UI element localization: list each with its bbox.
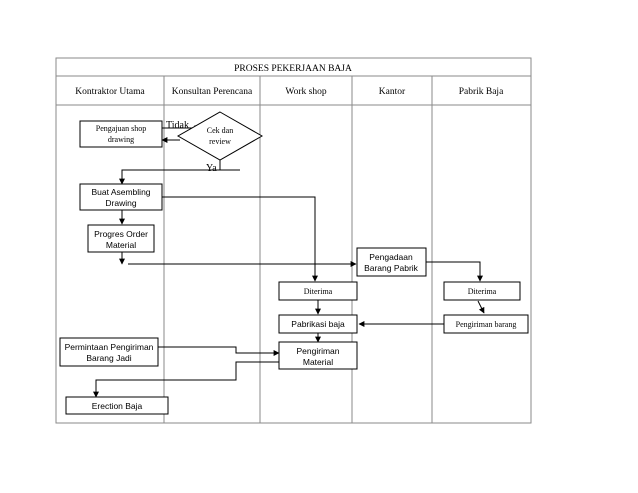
node-progres-line-2: Material [106, 240, 136, 250]
node-permintaan-line-1: Permintaan Pengiriman [65, 342, 154, 352]
node-cek-line-1: Cek dan [207, 126, 233, 135]
node-pengajuan-shop-drawing: Pengajuan shop drawing [79, 120, 163, 148]
node-diterima-pabrik: Diterima [443, 281, 521, 301]
column-header-pabrik: Pabrik Baja [459, 87, 504, 97]
column-header-kontraktor: Kontraktor Utama [75, 87, 145, 97]
edge-diterima-to-pengiriman-barang [477, 300, 485, 314]
edge-label-ya: Ya [206, 163, 217, 174]
edge-label-tidak: Tidak [166, 120, 189, 131]
node-cek-line-2: review [209, 137, 231, 146]
node-pengiriman-barang: Pengiriman barang [443, 314, 529, 334]
edge-pengadaan-to-diterima [426, 261, 483, 282]
node-asembling-line-2: Drawing [105, 198, 136, 208]
edge-permintaan-to-pengiriman-material [158, 346, 280, 356]
node-pengajuan-line-2: drawing [108, 135, 134, 144]
node-pengiriman-material: Pengiriman Material [278, 341, 358, 370]
node-cek-review: Cek dan review [176, 111, 264, 161]
node-asembling-line-1: Buat Asembling [91, 187, 150, 197]
node-buat-asembling-drawing: Buat Asembling Drawing [79, 183, 163, 211]
node-diterima-workshop: Diterima [278, 281, 358, 301]
node-erection-label: Erection Baja [92, 401, 143, 411]
node-pengajuan-line-1: Pengajuan shop [96, 124, 146, 133]
node-pengadaan-line-2: Barang Pabrik [364, 263, 419, 273]
column-header-konsultan: Konsultan Perencana [172, 87, 253, 97]
node-progres-line-1: Progres Order [94, 229, 148, 239]
node-progres-order-material: Progres Order Material [87, 224, 155, 253]
node-pengiriman-material-line-2: Material [303, 357, 333, 367]
node-erection-baja: Erection Baja [65, 396, 169, 415]
diagram-title: PROSES PEKERJAAN BAJA [234, 64, 352, 74]
column-header-workshop: Work shop [285, 87, 326, 97]
swimlane-frame [55, 57, 532, 424]
node-pabrikasi-label: Pabrikasi baja [291, 319, 345, 329]
node-diterima-pb-label: Diterima [468, 287, 497, 296]
node-pengadaan-line-1: Pengadaan [369, 252, 413, 262]
node-pabrikasi-baja: Pabrikasi baja [278, 314, 358, 334]
node-pengadaan-barang-pabrik: Pengadaan Barang Pabrik [356, 247, 427, 277]
edge-ya [119, 160, 221, 185]
edge-pengiriman-material-to-erection [93, 361, 279, 398]
column-header-kantor: Kantor [379, 87, 406, 97]
edge-asembling-to-diterima [162, 196, 318, 282]
node-pengiriman-barang-label: Pengiriman barang [456, 320, 517, 329]
node-permintaan-line-2: Barang Jadi [86, 353, 131, 363]
node-permintaan-pengiriman: Permintaan Pengiriman Barang Jadi [59, 337, 159, 367]
node-diterima-ws-label: Diterima [304, 287, 333, 296]
node-pengiriman-material-line-1: Pengiriman [297, 346, 340, 356]
